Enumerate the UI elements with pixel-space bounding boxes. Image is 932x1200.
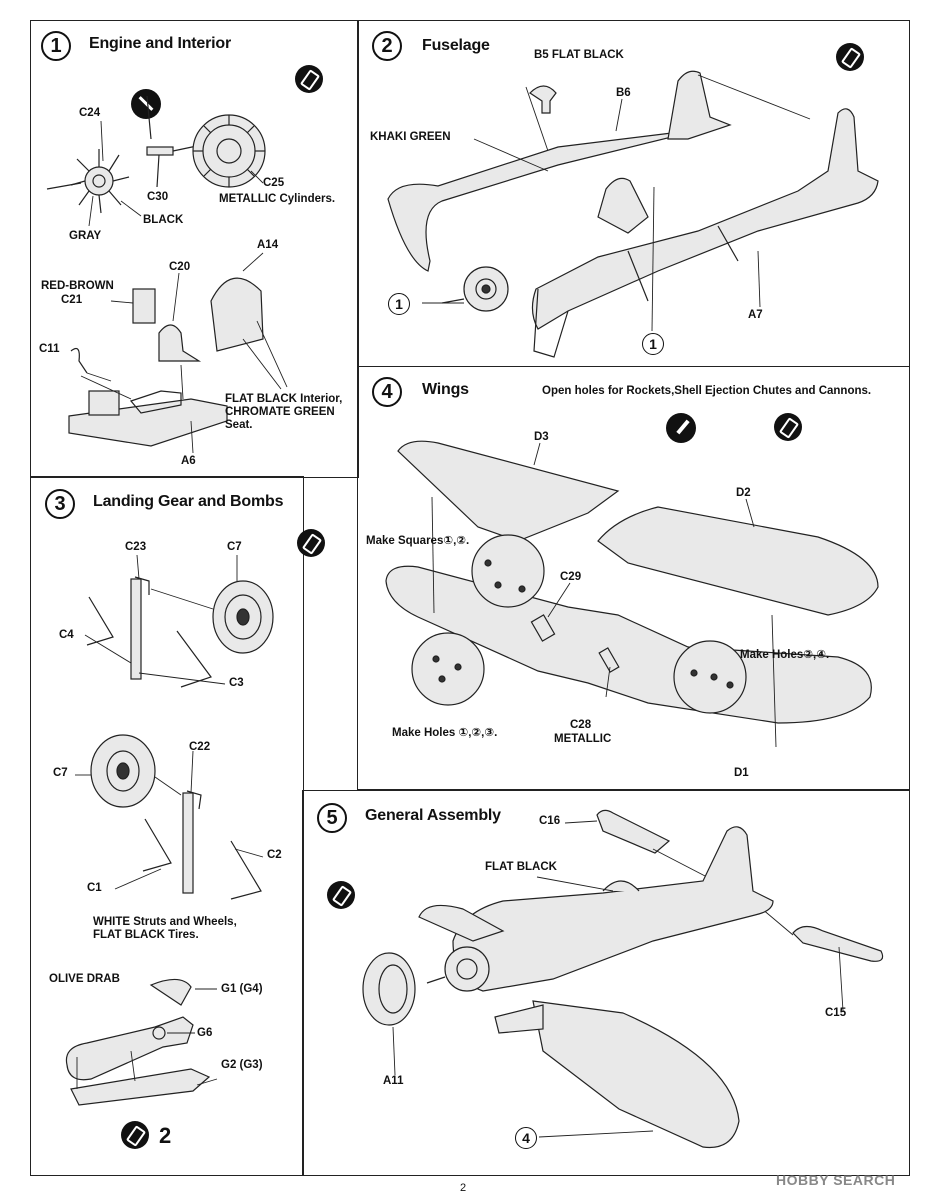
- label-a11: A11: [383, 1075, 404, 1087]
- label-a14: A14: [257, 239, 279, 251]
- landing-gear-bombs-drawing: [65, 554, 274, 1106]
- label-d2: D2: [736, 487, 751, 499]
- label-c7: C7: [53, 767, 68, 779]
- step-title: General Assembly: [365, 807, 501, 824]
- label-g1-g4: G1 (G4): [221, 983, 263, 995]
- panel-step-2: 2 Fuselage B5 FLAT BLACK B6 KHAKI GRE: [357, 20, 910, 367]
- panel-step-4: 4 Wings Open holes for Rockets,Shell Eje…: [357, 366, 910, 790]
- label-red-brown: RED-BROWN: [41, 280, 114, 292]
- label-g6: G6: [197, 1027, 213, 1039]
- no-cement-icon: [131, 89, 161, 119]
- label-flat-black: FLAT BLACK: [485, 861, 557, 873]
- ref-step-1: 1: [388, 293, 410, 315]
- label-olive-drab: OLIVE DRAB: [49, 973, 120, 985]
- label-metallic-cylinders: METALLIC Cylinders.: [219, 193, 336, 205]
- step-title: Fuselage: [422, 37, 490, 54]
- label-black: BLACK: [143, 214, 184, 226]
- label-c24: C24: [79, 107, 101, 119]
- label-metallic: METALLIC: [554, 733, 612, 745]
- step-title: Landing Gear and Bombs: [93, 493, 284, 510]
- label-flat-black-interior: FLAT BLACK Interior, CHROMATE GREEN Seat…: [225, 393, 343, 431]
- screw-part: [146, 95, 212, 188]
- watermark: HOBBY SEARCH: [776, 1172, 896, 1188]
- label-make-holes-1-2-3: Make Holes ①,②,③.: [392, 727, 498, 739]
- panel-step-1: 1 Engine and Interior: [30, 20, 359, 478]
- glue-icon: [836, 43, 864, 71]
- ref-step-1: 1: [642, 333, 664, 355]
- label-c7: C7: [227, 541, 242, 553]
- label-make-squares: Make Squares①,②.: [366, 535, 470, 547]
- glue-icon: [327, 881, 355, 909]
- label-c29: C29: [560, 571, 582, 583]
- label-c16: C16: [539, 815, 561, 827]
- glue-icon: [297, 529, 325, 557]
- label-c25: C25: [263, 177, 285, 189]
- label-c2: C2: [267, 849, 282, 861]
- knife-icon: [666, 413, 696, 443]
- label-a6: A6: [181, 455, 196, 467]
- glue-icon: [121, 1121, 149, 1149]
- step-number: 5: [317, 803, 347, 833]
- label-c21: C21: [61, 294, 83, 306]
- step-number: 4: [372, 377, 402, 407]
- label-c28: C28: [570, 719, 592, 731]
- label-c23: C23: [125, 541, 147, 553]
- step-number: 2: [372, 31, 402, 61]
- general-assembly-drawing: [362, 809, 884, 1149]
- step-title: Engine and Interior: [89, 35, 231, 52]
- glue-icon: [774, 413, 802, 441]
- wheel-part: [90, 734, 156, 808]
- label-c30: C30: [147, 191, 169, 203]
- wheel-part: [212, 580, 274, 654]
- page-number: 2: [460, 1182, 467, 1194]
- label-g2-g3: G2 (G3): [221, 1059, 263, 1071]
- engine-cylinders-part: [192, 114, 266, 188]
- engine-assembly-ref: [441, 266, 509, 312]
- step-title: Wings: [422, 381, 469, 398]
- label-b6: B6: [616, 87, 631, 99]
- label-d1: D1: [734, 767, 749, 779]
- quantity-count: 2: [159, 1123, 172, 1148]
- wings-drawing: [385, 440, 879, 748]
- label-c22: C22: [189, 741, 211, 753]
- panel-step-3: 3 Landing Gear and Bombs: [30, 476, 325, 1176]
- label-c11: C11: [39, 343, 60, 355]
- label-make-holes-2-4: Make Holes②,④.: [740, 649, 830, 661]
- ref-step-4: 4: [515, 1127, 537, 1149]
- fuselage-drawing: [387, 70, 879, 358]
- glue-icon: [295, 65, 323, 93]
- label-white-struts: WHITE Struts and Wheels, FLAT BLACK Tire…: [93, 916, 237, 941]
- engine-front-part: [46, 149, 130, 214]
- step-number: 1: [41, 31, 71, 61]
- label-c3: C3: [229, 677, 244, 689]
- label-c15: C15: [825, 1007, 847, 1019]
- wings-instruction-note: Open holes for Rockets,Shell Ejection Ch…: [542, 385, 872, 397]
- label-c4: C4: [59, 629, 74, 641]
- label-b5-flat-black: B5 FLAT BLACK: [534, 49, 624, 61]
- step-number: 3: [45, 489, 75, 519]
- engine-interior-drawing: [46, 95, 288, 454]
- label-gray: GRAY: [69, 230, 102, 242]
- label-a7: A7: [748, 309, 763, 321]
- label-khaki-green: KHAKI GREEN: [370, 131, 451, 143]
- label-d3: D3: [534, 431, 549, 443]
- label-c20: C20: [169, 261, 191, 273]
- panel-step-5: 5 General Assembly C16 FLAT BLACK A11 C1…: [302, 790, 910, 1176]
- label-c1: C1: [87, 882, 102, 894]
